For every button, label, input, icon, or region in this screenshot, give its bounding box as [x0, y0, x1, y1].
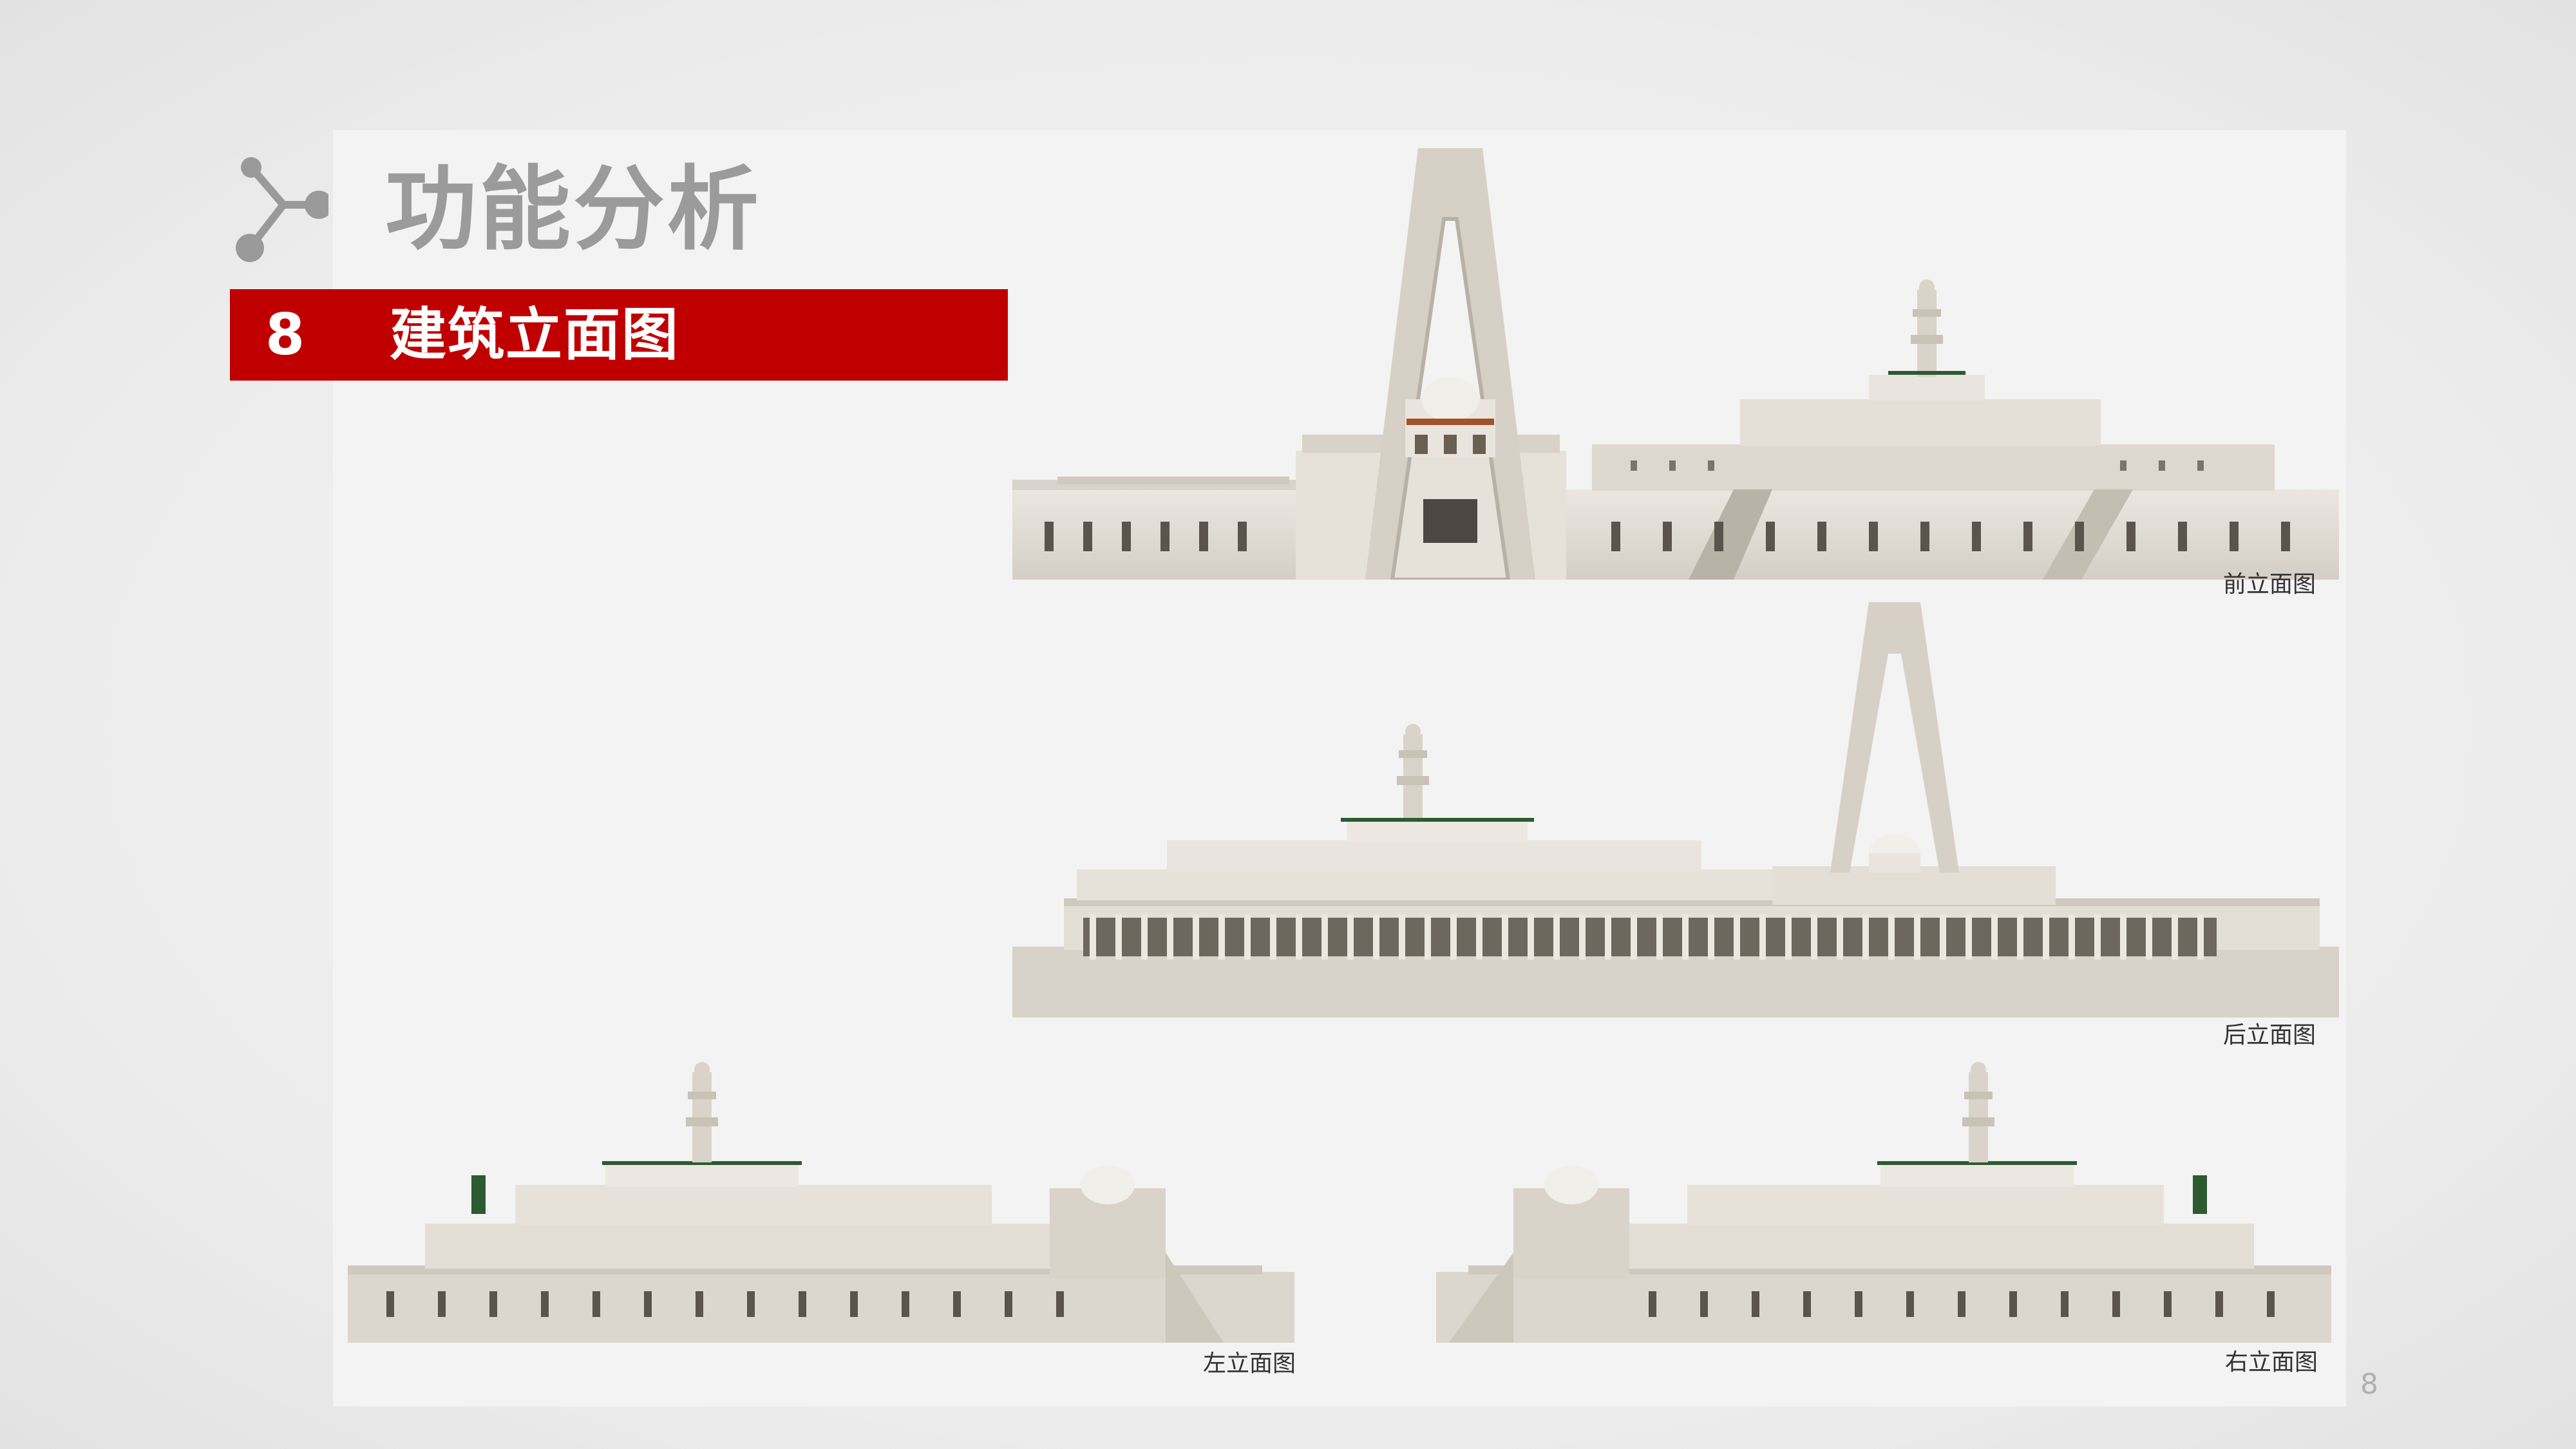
left-elevation-drawing	[348, 1046, 1301, 1343]
network-nodes-icon	[236, 157, 328, 262]
section-number: 8	[265, 301, 305, 368]
front-elevation-drawing	[1012, 142, 2339, 580]
front-elevation-caption: 前立面图	[2223, 571, 2316, 598]
page-number: 8	[2360, 1368, 2378, 1401]
rear-elevation-drawing	[1012, 596, 2339, 1018]
section-banner: 8 建筑立面图	[230, 289, 1008, 381]
rear-elevation-caption: 后立面图	[2223, 1022, 2316, 1048]
right-elevation-drawing	[1365, 1046, 2331, 1343]
right-elevation-caption: 右立面图	[2225, 1349, 2318, 1376]
left-elevation-caption: 左立面图	[1203, 1350, 1296, 1377]
page-title: 功能分析	[385, 156, 761, 263]
section-title: 建筑立面图	[390, 301, 680, 368]
